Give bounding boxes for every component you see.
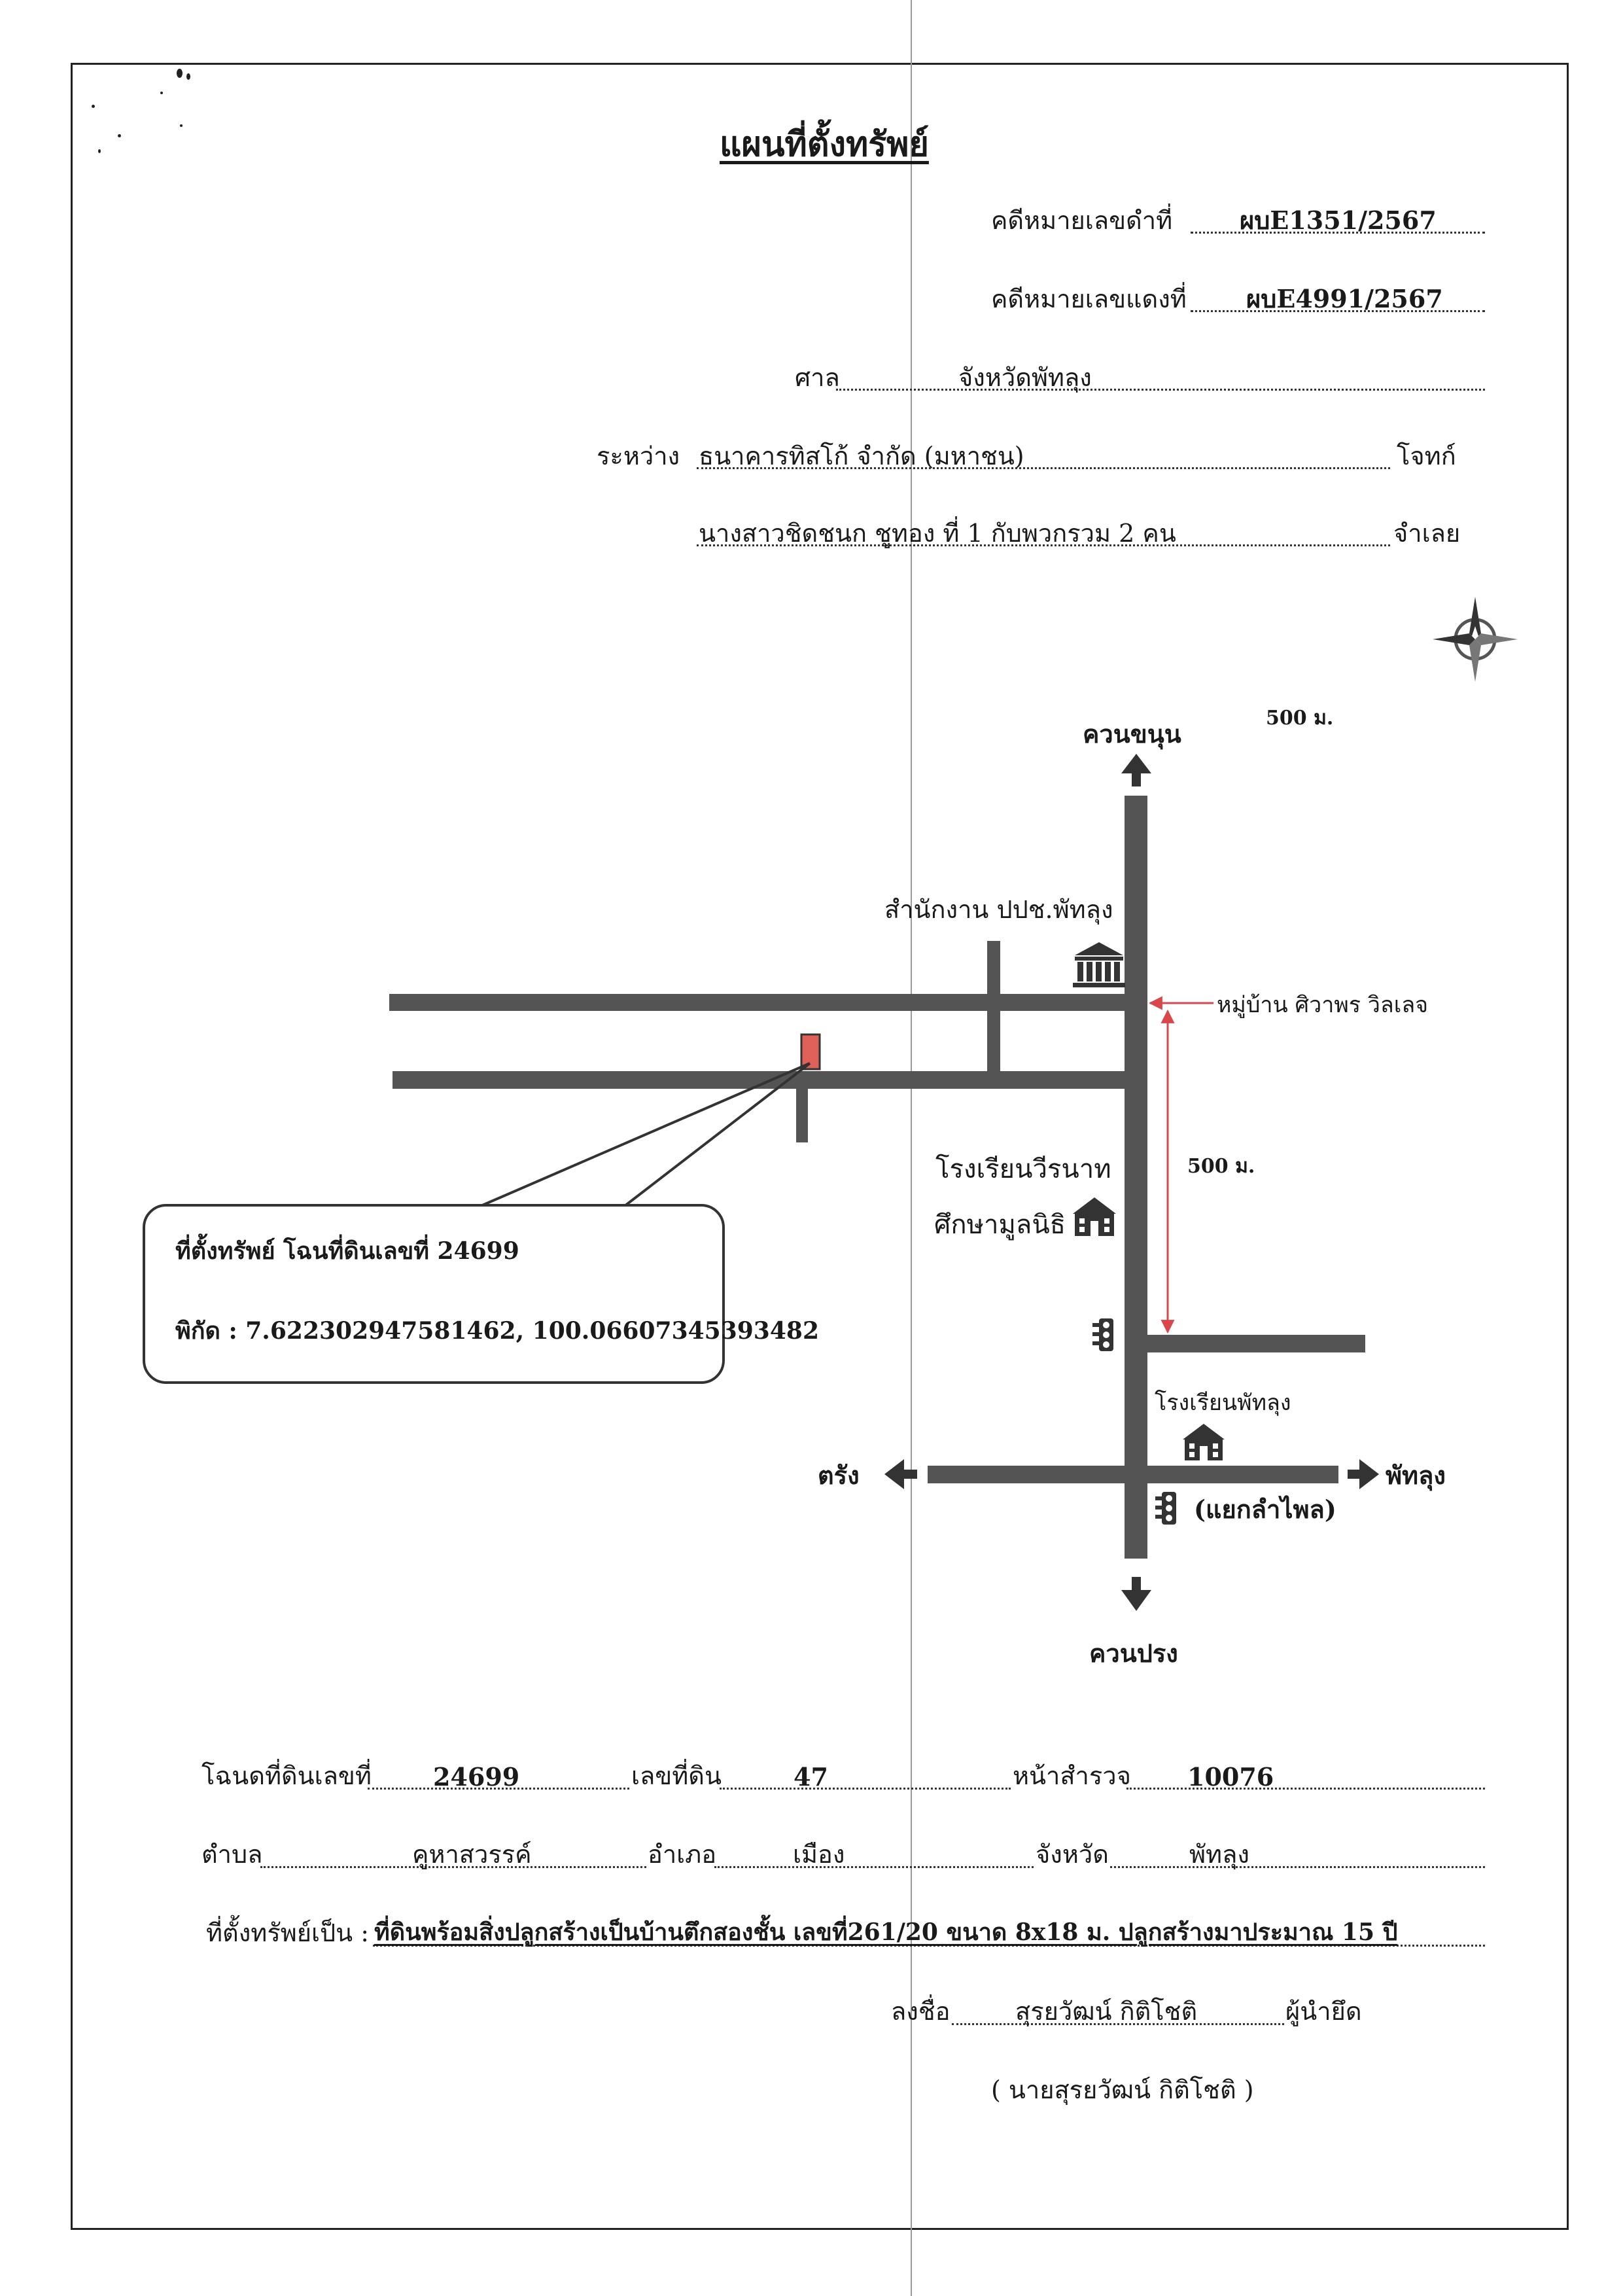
dotted-line [1191,232,1485,234]
dotted-line [373,1945,1485,1947]
defendant-label: จำเลย [1393,519,1461,548]
signer-printed-name: ( นายสุรยวัฒน์ กิติโชติ ) [991,2075,1254,2104]
land-no-label: เลขที่ดิน [631,1761,722,1790]
dotted-line [697,467,1390,469]
stub-road [796,1089,808,1142]
signer-name: สุรยวัฒน์ กิติโชติ [1015,1997,1198,2026]
subdistrict-label: ตำบล [201,1840,263,1869]
plaintiff-label: โจทก์ [1397,442,1456,470]
page-border [71,63,1569,2230]
label-scale-top: 500 ม. [1266,707,1333,730]
dotted-line [1126,1788,1485,1790]
label-north-destination: ควนขนุน [1083,719,1181,750]
dotted-line [368,1788,629,1790]
callout-title: ที่ตั้งทรัพย์ โฉนที่ดินเลขที่ 24699 [175,1237,519,1265]
deed-label: โฉนดที่ดินเลขที่ [201,1761,372,1790]
label-east-destination: พัทลุง [1386,1460,1446,1491]
signer-role: ผู้นำยึด [1285,1997,1362,2026]
dotted-line [1191,310,1485,312]
label-school-1-line-2: ศึกษามูลนิธิ [934,1210,1066,1240]
traffic-light-icon [1092,1318,1113,1351]
deed-number: 24699 [433,1762,520,1792]
dotted-line [260,1866,646,1868]
between-label: ระหว่าง [597,442,680,470]
scan-fold-line [911,0,912,2296]
court-name: จังหวัดพัทลุง [958,363,1092,392]
page-title: แผนที่ตั้งทรัพย์ [720,124,929,164]
red-case-label: คดีหมายเลขแดงที่ [991,285,1187,313]
black-case-number: ผบE1351/2567 [1240,205,1437,235]
connector-road [987,941,1000,1072]
label-distance: 500 ม. [1187,1155,1255,1178]
label-junction: (แยกลำไพล) [1194,1494,1336,1524]
province-name: พัทลุง [1189,1840,1249,1869]
land-number: 47 [794,1762,828,1792]
arrow-up-icon [1121,754,1151,786]
compass-rose-icon [1433,597,1518,682]
government-building-icon [1073,942,1125,987]
property-callout: ที่ตั้งทรัพย์ โฉนที่ดินเลขที่ 24699 พิกั… [143,1204,819,1384]
label-office: สำนักงาน ปปช.พัทลุง [884,895,1113,925]
upper-west-road [389,994,1125,1011]
district-label: อำเภอ [648,1840,717,1869]
main-road-north-south [1125,796,1147,1559]
label-village: หมู่บ้าน ศิวาพร วิลเลจ [1217,992,1428,1018]
survey-label: หน้าสำรวจ [1013,1761,1131,1790]
label-west-destination: ตรัง [818,1460,860,1490]
district-name: เมือง [793,1840,845,1869]
label-south-destination: ควนปรง [1089,1638,1178,1668]
province-label: จังหวัด [1036,1840,1109,1869]
survey-number: 10076 [1187,1762,1274,1792]
black-case-label: คดีหมายเลขดำที่ [991,206,1173,235]
school-icon [1073,1197,1116,1236]
dotted-line [836,389,1485,391]
red-case-number: ผบE4991/2567 [1246,284,1443,313]
dotted-line [952,2023,1284,2025]
school-icon [1183,1424,1225,1460]
defendant-name: นางสาวชิดชนก ชูทอง ที่ 1 กับพวกรวม 2 คน [699,519,1176,548]
arrow-right-icon [1348,1459,1379,1489]
property-label: ที่ตั้งทรัพย์เป็น : [206,1918,370,1947]
sign-label: ลงชื่อ [891,1997,951,2026]
dotted-line [1110,1866,1485,1868]
property-description: ที่ดินพร้อมสิ่งปลูกสร้างเป็นบ้านตึกสองชั… [374,1918,1398,1946]
east-side-road [1147,1335,1365,1352]
east-west-highway [928,1466,1338,1483]
callout-coordinates: พิกัด : 7.622302947581462, 100.066073453… [175,1317,820,1345]
property-marker [800,1033,821,1070]
dotted-line [714,1866,1034,1868]
traffic-light-icon [1155,1492,1176,1525]
plaintiff-name: ธนาคารทิสโก้ จำกัด (มหาชน) [699,442,1024,470]
court-label: ศาล [795,363,840,392]
arrow-left-icon [884,1459,917,1489]
dotted-line [720,1788,1011,1790]
dotted-line [697,544,1390,546]
subdistrict-name: คูหาสวรรค์ [412,1840,532,1869]
label-school-2: โรงเรียนพัทลุง [1155,1390,1291,1416]
arrow-down-icon [1121,1577,1151,1611]
callout-pointer [480,1062,811,1207]
label-school-1-line-1: โรงเรียนวีรนาท [935,1154,1111,1184]
